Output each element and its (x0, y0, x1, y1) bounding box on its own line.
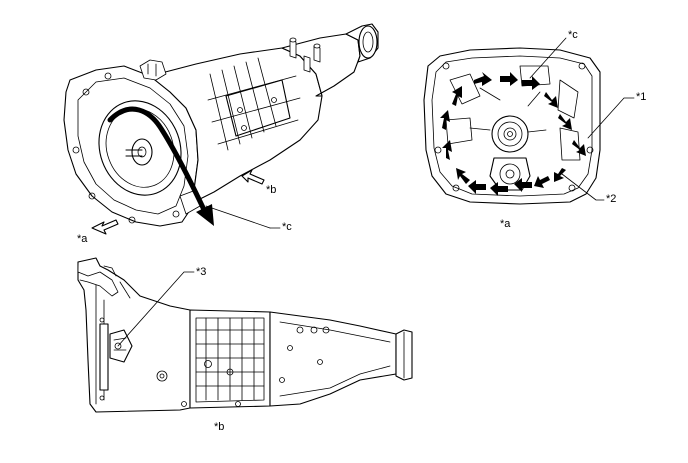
view-arrow-b (241, 169, 265, 185)
callout-line-2 (561, 173, 605, 201)
flow-arrows-front (440, 72, 586, 196)
isometric-transmission-view (63, 23, 379, 227)
view-arrow-a (91, 219, 119, 235)
callout-line-3 (117, 271, 195, 347)
side-view-transmission (77, 257, 413, 413)
label-callout-c-left: *c (282, 221, 292, 233)
callout-line-c-left (205, 205, 271, 229)
label-callout-2: *2 (606, 193, 616, 205)
label-view-a-right: *a (500, 218, 511, 230)
label-view-a: *a (77, 233, 88, 245)
front-face-view (423, 47, 601, 205)
label-view-b-bottom: *b (214, 421, 224, 433)
callout-line-1 (587, 97, 635, 139)
callout-line-c-right (529, 37, 567, 79)
label-callout-c-right: *c (568, 29, 578, 41)
label-callout-3: *3 (196, 266, 206, 278)
label-callout-1: *1 (636, 91, 646, 103)
label-view-b: *b (266, 184, 276, 196)
